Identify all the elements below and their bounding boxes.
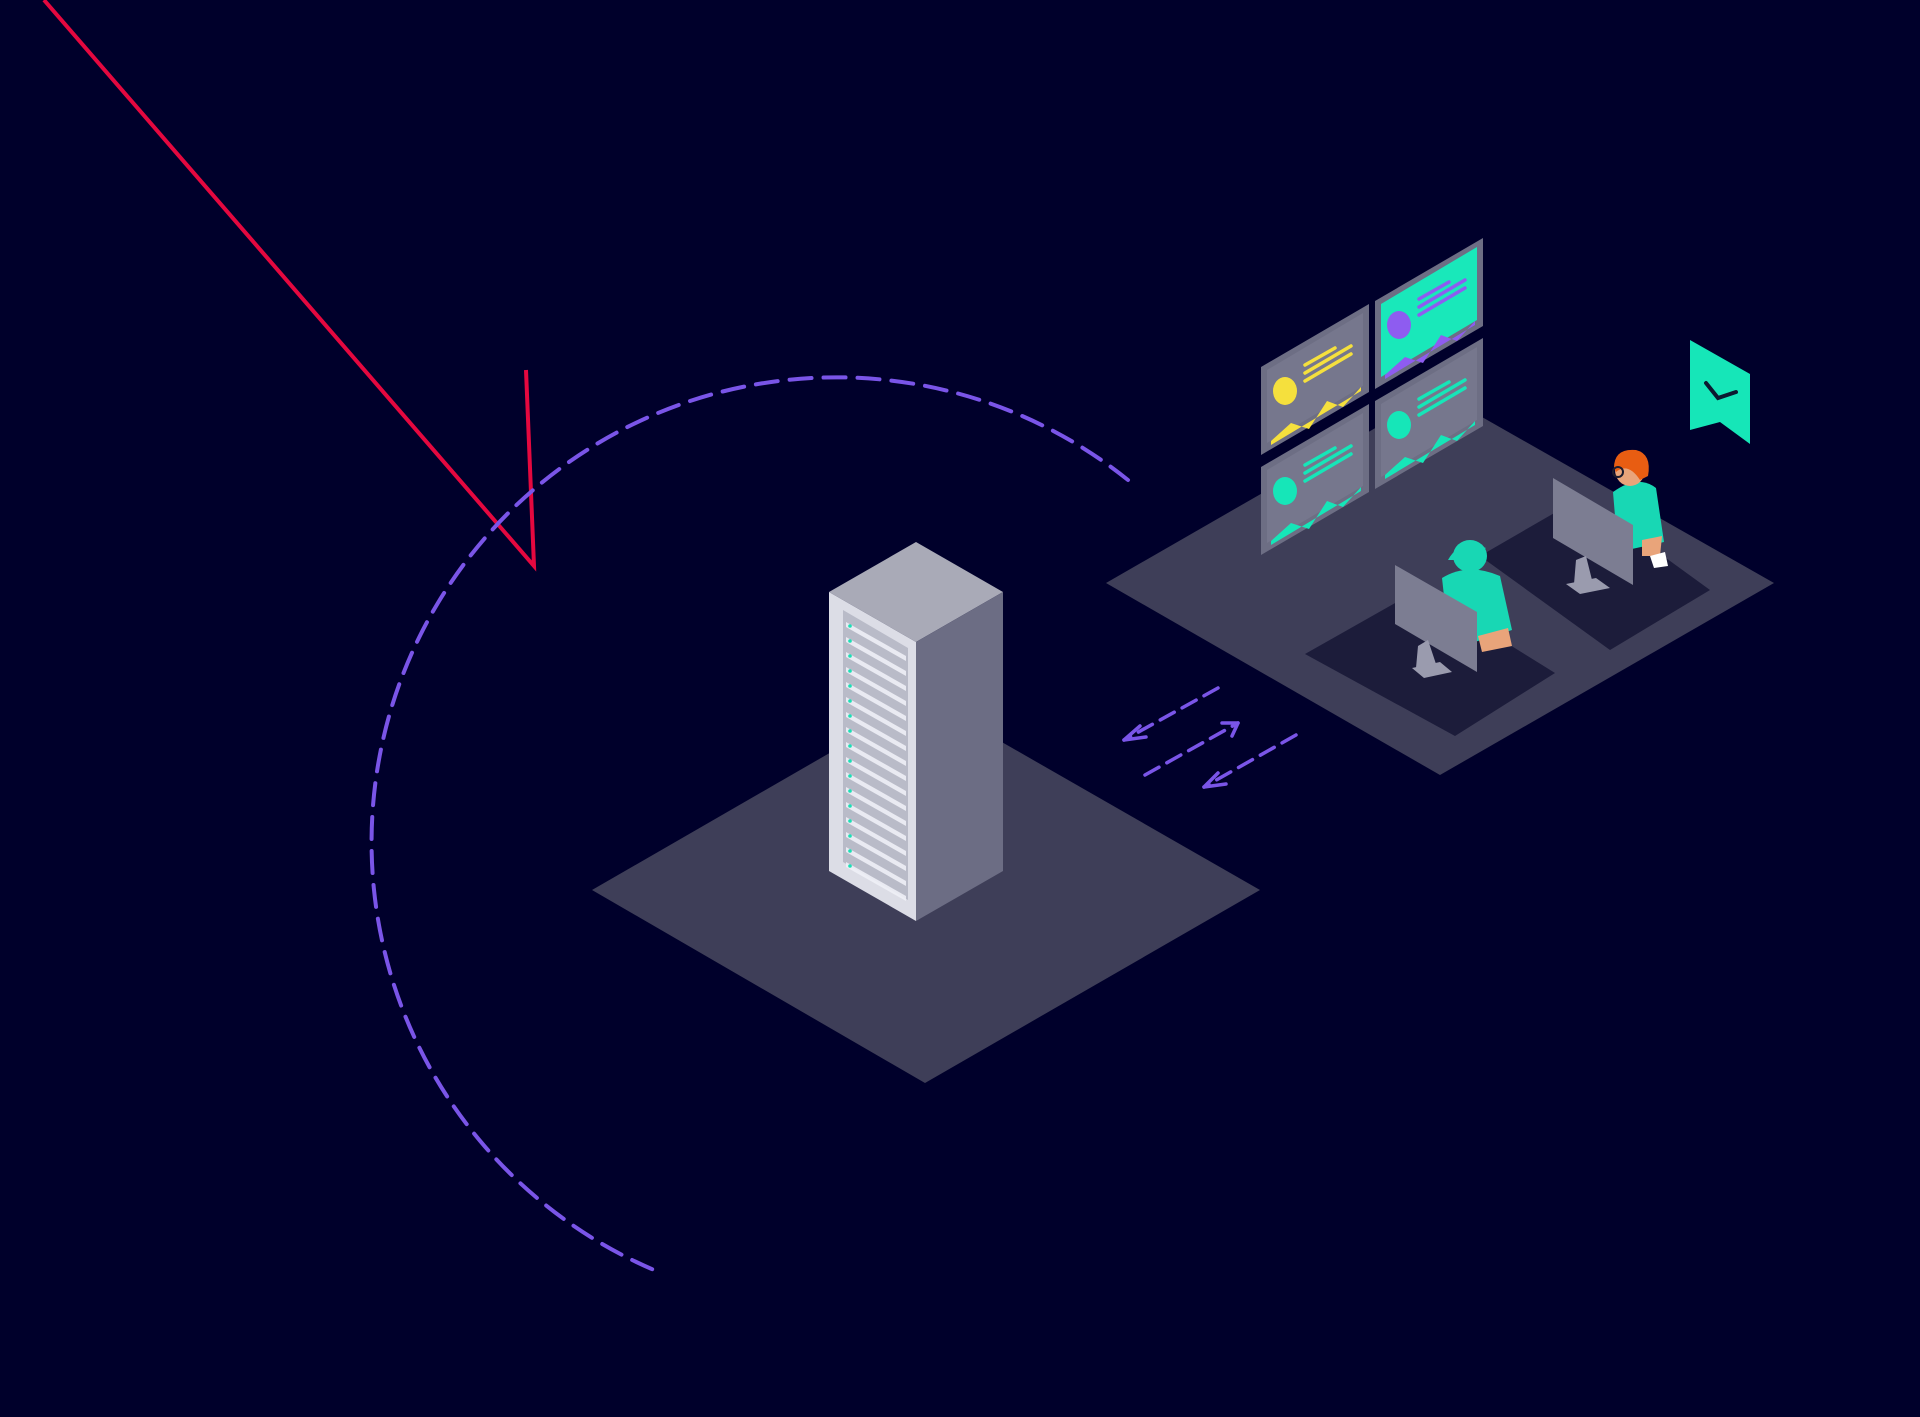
rack-slot bbox=[846, 862, 906, 901]
pie-chart-icon bbox=[1273, 377, 1297, 405]
operator-right bbox=[1553, 449, 1668, 594]
rack-slot bbox=[846, 772, 906, 811]
dashboard-screen bbox=[1375, 338, 1483, 489]
rack-slot bbox=[846, 727, 906, 766]
rack-led bbox=[848, 669, 852, 673]
monitor-back bbox=[1395, 565, 1477, 672]
rack-slot bbox=[846, 802, 906, 841]
server-rack-icon bbox=[829, 542, 1003, 921]
rack-slot bbox=[846, 622, 906, 661]
rack-led bbox=[848, 759, 852, 763]
rack-slot bbox=[846, 832, 906, 871]
rack-led bbox=[848, 684, 852, 688]
pie-chart-icon bbox=[1387, 311, 1411, 339]
pie-chart-icon bbox=[1387, 411, 1411, 439]
dashboard-screen bbox=[1261, 304, 1369, 455]
rack-led bbox=[848, 744, 852, 748]
rack-slot bbox=[846, 667, 906, 706]
rack-led bbox=[848, 729, 852, 733]
area-chart-icon bbox=[1271, 387, 1361, 445]
monitor-back bbox=[1553, 478, 1633, 585]
operator-left bbox=[1395, 540, 1512, 678]
rack-led bbox=[848, 714, 852, 718]
pie-chart-icon bbox=[1273, 477, 1297, 505]
rack-slot bbox=[846, 757, 906, 796]
rack-slot bbox=[846, 637, 906, 676]
rack-led bbox=[848, 774, 852, 778]
area-chart-icon bbox=[1385, 321, 1475, 379]
rack-slot bbox=[846, 682, 906, 721]
rack-slot bbox=[846, 712, 906, 751]
shield-arc bbox=[369, 375, 1130, 1272]
dashboard-screen bbox=[1375, 238, 1483, 389]
rack-led bbox=[848, 699, 852, 703]
rack-slot bbox=[846, 787, 906, 826]
rack-led bbox=[848, 789, 852, 793]
area-chart-icon bbox=[1271, 487, 1361, 545]
rack-slot bbox=[846, 817, 906, 856]
area-chart-icon bbox=[1385, 421, 1475, 479]
dashboard-wall-icon bbox=[1261, 238, 1483, 555]
rack-led bbox=[848, 624, 852, 628]
desk-pit-right bbox=[1480, 497, 1710, 650]
rack-led bbox=[848, 819, 852, 823]
check-flag-icon bbox=[1690, 340, 1750, 444]
rack-led bbox=[848, 849, 852, 853]
rack-slot bbox=[846, 652, 906, 691]
rack-led bbox=[848, 654, 852, 658]
rack-slot bbox=[846, 742, 906, 781]
rack-led bbox=[848, 804, 852, 808]
threat-line bbox=[42, 0, 537, 572]
dashboard-screen bbox=[1261, 404, 1369, 555]
rack-led bbox=[848, 834, 852, 838]
rack-slot bbox=[846, 847, 906, 886]
rack-slot bbox=[846, 697, 906, 736]
rack-led bbox=[848, 639, 852, 643]
rack-led bbox=[848, 864, 852, 868]
data-exchange-arrows-icon bbox=[1122, 686, 1298, 789]
